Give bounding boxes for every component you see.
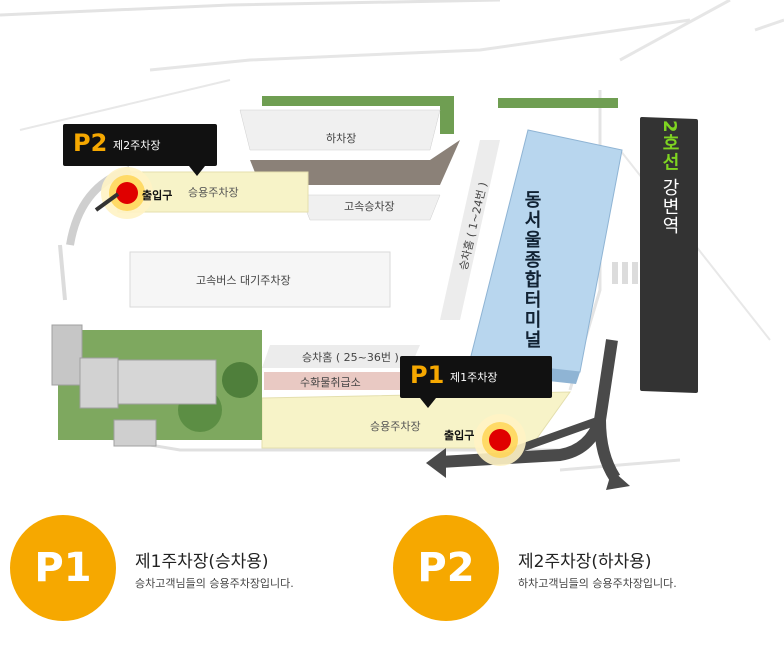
legend-p2-title: 제2주차장(하차용): [518, 552, 652, 572]
p1-callout-name: 제1주차장: [450, 371, 498, 384]
legend-p1-desc: 승차고객님들의 승용주차장입니다.: [135, 577, 294, 590]
p2-entrance-label: 출입구: [142, 189, 173, 202]
p2-callout-code: P2: [73, 129, 108, 157]
legend-p1-badge: P1: [10, 515, 116, 621]
p2-callout-tail: [189, 166, 205, 176]
p2-entrance-marker: [116, 182, 138, 204]
p1-entrance-marker: [489, 429, 511, 451]
legend-p1: P1 제1주차장(승차용) 승차고객님들의 승용주차장입니다.: [10, 515, 390, 625]
express-boarding-label: 고속승차장: [344, 200, 395, 213]
p2-callout: P2 제2주차장: [63, 124, 217, 176]
cargo-label: 수화물취급소: [300, 376, 361, 389]
station-label: 2호선 강변역: [656, 120, 682, 235]
map-graphic: [0, 0, 784, 490]
drop-off-label: 하차장: [326, 132, 357, 145]
car-parking-top-label: 승용주차장: [188, 186, 239, 199]
express-bus-waiting-label: 고속버스 대기주차장: [196, 274, 291, 287]
car-parking-bottom-label: 승용주차장: [370, 420, 421, 433]
legend-p2: P2 제2주차장(하차용) 하차고객님들의 승용주차장입니다.: [393, 515, 773, 625]
station-name: 강변역: [659, 178, 680, 236]
legend-p2-desc: 하차고객님들의 승용주차장입니다.: [518, 577, 677, 590]
p1-entrance-label: 출입구: [444, 429, 475, 442]
p2-callout-name: 제2주차장: [113, 139, 161, 152]
p1-callout-tail: [420, 398, 436, 408]
terminal-parking-map: 2호선 강변역 동서울종합터미널 하차장 고속승차장 고속버스 대기주차장 승차…: [0, 0, 784, 490]
p1-callout-code: P1: [410, 361, 445, 389]
legend-p2-badge: P2: [393, 515, 499, 621]
line2-label: 2호선: [659, 120, 680, 172]
p1-callout: P1 제1주차장: [400, 356, 552, 408]
boarding-gates-25-36-label: 승차홈 ( 25~36번 ): [302, 351, 399, 364]
legend-p1-title: 제1주차장(승차용): [135, 552, 269, 572]
terminal-label: 동서울종합터미널: [521, 190, 542, 350]
